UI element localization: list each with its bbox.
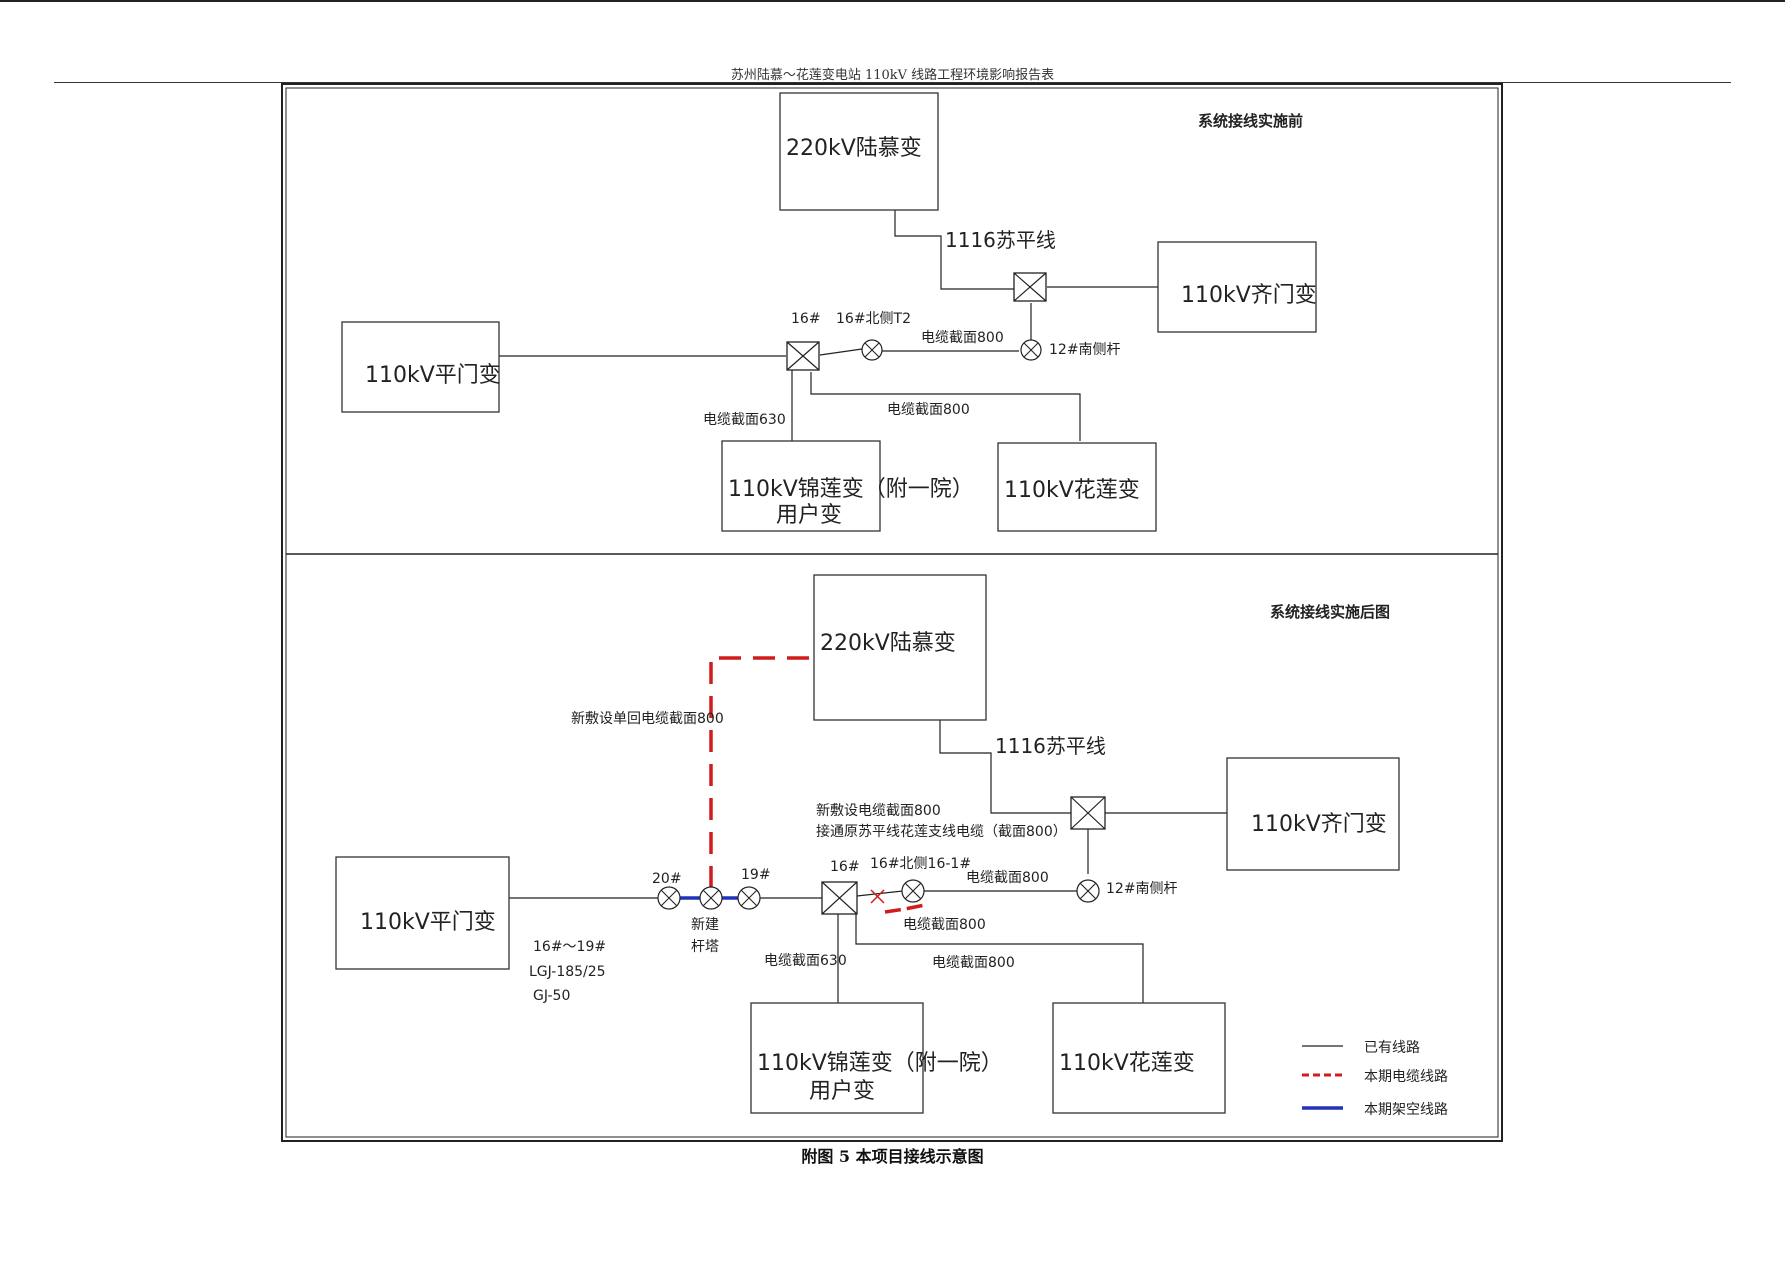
after-label-16: 16# xyxy=(830,859,860,875)
after-label-conductor-1: 16#～19# xyxy=(533,939,606,955)
before-station-jinlian xyxy=(721,440,881,532)
inner-frame xyxy=(285,87,1499,1138)
before-station-qimen-label: 110kV齐门变 xyxy=(1181,283,1317,308)
after-label-cable800-red: 电缆截面800 xyxy=(903,917,986,933)
after-pole-20 xyxy=(657,886,681,910)
after-pole-16-1 xyxy=(901,879,925,903)
after-station-jinlian-sub: 用户变 xyxy=(809,1079,875,1104)
after-label-19: 19# xyxy=(741,867,771,883)
before-switch-suping xyxy=(1013,272,1047,302)
after-label-cable800-b: 电缆截面800 xyxy=(932,955,1015,971)
before-station-qimen xyxy=(1157,241,1317,333)
before-line-hualian xyxy=(810,372,1081,441)
after-station-jinlian-label: 110kV锦莲变（附一院） xyxy=(757,1051,1003,1076)
after-cut-mark-b xyxy=(870,889,885,904)
before-station-hualian xyxy=(997,442,1157,532)
top-rule xyxy=(0,0,1785,2)
after-label-cable630: 电缆截面630 xyxy=(764,953,847,969)
after-switch-16 xyxy=(821,881,858,915)
after-switch-suping xyxy=(1070,796,1106,830)
after-label-new-cable-1: 新敷设电缆截面800 xyxy=(816,803,941,819)
before-title: 系统接线实施前 xyxy=(1198,112,1303,130)
before-station-lumu xyxy=(779,92,939,211)
before-station-hualian-label: 110kV花莲变 xyxy=(1004,478,1140,503)
after-cable-new-lumu xyxy=(709,656,814,888)
after-label-20: 20# xyxy=(652,871,682,887)
before-station-pingmen xyxy=(341,321,500,413)
after-label-suping: 1116苏平线 xyxy=(995,734,1106,758)
after-pole-new xyxy=(699,886,723,910)
before-label-cable630: 电缆截面630 xyxy=(703,412,786,428)
before-label-cable800-b: 电缆截面800 xyxy=(887,402,970,418)
before-label-16-north: 16#北侧T2 xyxy=(836,311,911,327)
after-label-new-tower-1: 新建 xyxy=(691,917,719,933)
before-station-lumu-label: 220kV陆慕变 xyxy=(786,136,922,161)
legend: 已有线路 本期电缆线路 本期架空线路 xyxy=(1302,1040,1448,1118)
after-label-16-north: 16#北侧16-1# xyxy=(870,856,971,872)
before-label-suping: 1116苏平线 xyxy=(945,228,1056,252)
before-label-12-south: 12#南侧杆 xyxy=(1049,342,1121,358)
before-station-pingmen-label: 110kV平门变 xyxy=(365,363,501,388)
after-label-conductor-3: GJ-50 xyxy=(533,988,570,1004)
legend-label-existing: 已有线路 xyxy=(1364,1040,1420,1056)
header-rule xyxy=(54,82,1731,83)
after-label-conductor-2: LGJ-185/25 xyxy=(529,964,606,980)
after-station-qimen-label: 110kV齐门变 xyxy=(1251,812,1387,837)
after-station-hualian-label: 110kV花莲变 xyxy=(1059,1051,1195,1076)
before-pole-16-t2 xyxy=(861,339,883,361)
before-label-16: 16# xyxy=(791,311,821,327)
before-line-suping xyxy=(894,210,1030,290)
before-line-16-t2 xyxy=(819,348,863,356)
after-label-new-cable-2: 接通原苏平线花莲支线电缆（截面800） xyxy=(816,823,1067,840)
after-pole-12 xyxy=(1076,879,1100,903)
before-pole-12 xyxy=(1020,339,1042,361)
after-title: 系统接线实施后图 xyxy=(1270,603,1390,621)
before-station-jinlian-label: 110kV锦莲变（附一院） xyxy=(728,477,974,502)
before-station-jinlian-sub: 用户变 xyxy=(776,503,842,528)
after-section: 系统接线实施后图 220kV陆慕变 110kV齐门变 110kV平门变 110k… xyxy=(335,574,1448,1118)
legend-label-cable: 本期电缆线路 xyxy=(1364,1069,1448,1085)
legend-label-overhead: 本期架空线路 xyxy=(1364,1102,1448,1118)
after-label-new-cable-single: 新敷设单回电缆截面800 xyxy=(571,711,724,727)
after-label-new-tower-2: 杆塔 xyxy=(691,939,719,955)
after-label-cable800-a: 电缆截面800 xyxy=(966,870,1049,886)
after-station-pingmen xyxy=(335,856,510,970)
after-line-hualian xyxy=(855,914,1144,1003)
after-pole-19 xyxy=(737,886,761,910)
before-label-cable800-a: 电缆截面800 xyxy=(921,330,1004,346)
after-station-lumu-label: 220kV陆慕变 xyxy=(820,631,956,656)
page-header: 苏州陆慕～花莲变电站 110kV 线路工程环境影响报告表 xyxy=(730,68,1055,83)
before-section: 系统接线实施前 220kV陆慕变 110kV齐门变 110kV平门变 110kV… xyxy=(341,92,1317,532)
figure-caption: 附图 5 本项目接线示意图 xyxy=(801,1147,984,1166)
after-station-qimen xyxy=(1226,757,1400,871)
after-line-suping xyxy=(939,720,1071,814)
before-switch-16 xyxy=(786,341,820,371)
after-label-12-south: 12#南侧杆 xyxy=(1106,881,1178,897)
after-station-jinlian xyxy=(750,1002,924,1114)
after-cable-16-reconnect xyxy=(884,903,926,914)
after-station-hualian xyxy=(1052,1002,1226,1114)
after-station-pingmen-label: 110kV平门变 xyxy=(360,910,496,935)
outer-frame xyxy=(281,83,1503,1142)
after-station-lumu xyxy=(813,574,987,721)
